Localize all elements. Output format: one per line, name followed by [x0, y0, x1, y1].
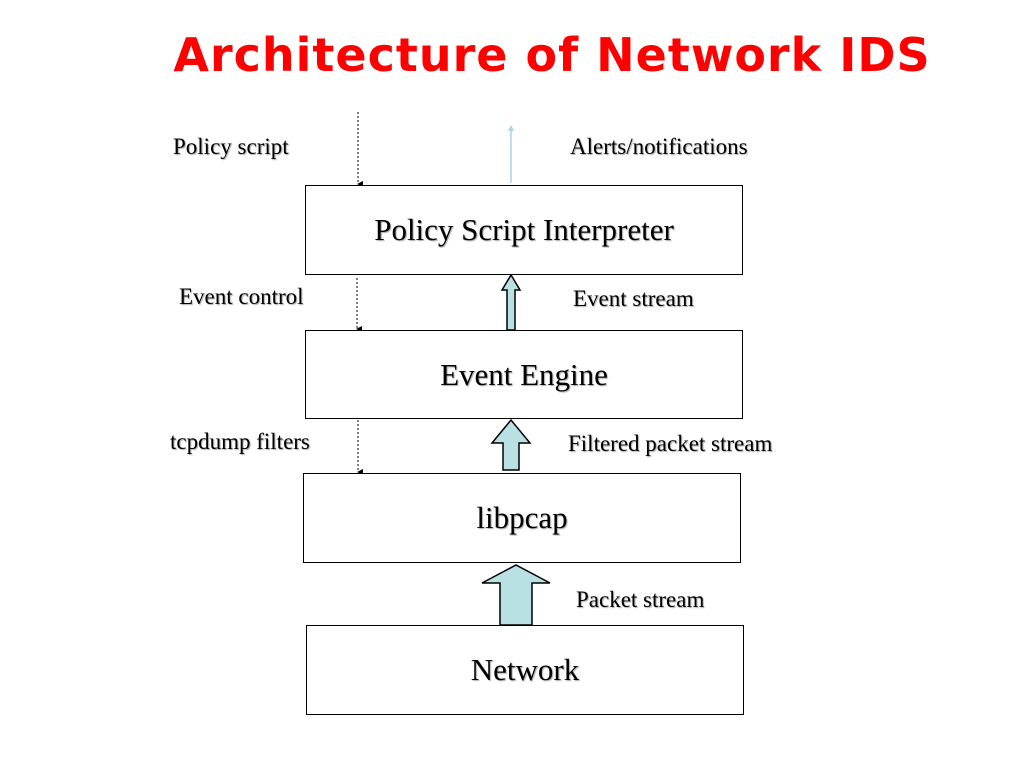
alerts-notifications-label: Alerts/notifications: [570, 134, 748, 159]
tcpdump-filters-label: tcpdump filters: [170, 429, 310, 454]
slide-title: Architecture of Network IDS: [173, 28, 931, 82]
network-box: Network: [306, 625, 744, 715]
event-stream-label: Event stream: [573, 286, 694, 311]
event-control-label: Event control: [179, 284, 304, 309]
event-stream-arrow: [500, 273, 522, 331]
event-engine-box: Event Engine: [305, 330, 743, 419]
network-label: Network: [470, 652, 580, 687]
policy-script-interpreter-box: Policy Script Interpreter: [305, 185, 743, 275]
event-engine-label: Event Engine: [440, 356, 608, 392]
libpcap-box: libpcap: [303, 473, 741, 563]
policy-script-interpreter-label: Policy Script Interpreter: [374, 212, 674, 247]
filtered-packet-stream-label: Filtered packet stream: [568, 431, 773, 456]
packet-stream-label: Packet stream: [576, 587, 705, 612]
libpcap-label: libpcap: [476, 500, 568, 535]
packet-stream-arrow: [481, 564, 551, 626]
filtered-stream-arrow: [490, 418, 532, 471]
policy-script-label: Policy script: [173, 134, 289, 159]
